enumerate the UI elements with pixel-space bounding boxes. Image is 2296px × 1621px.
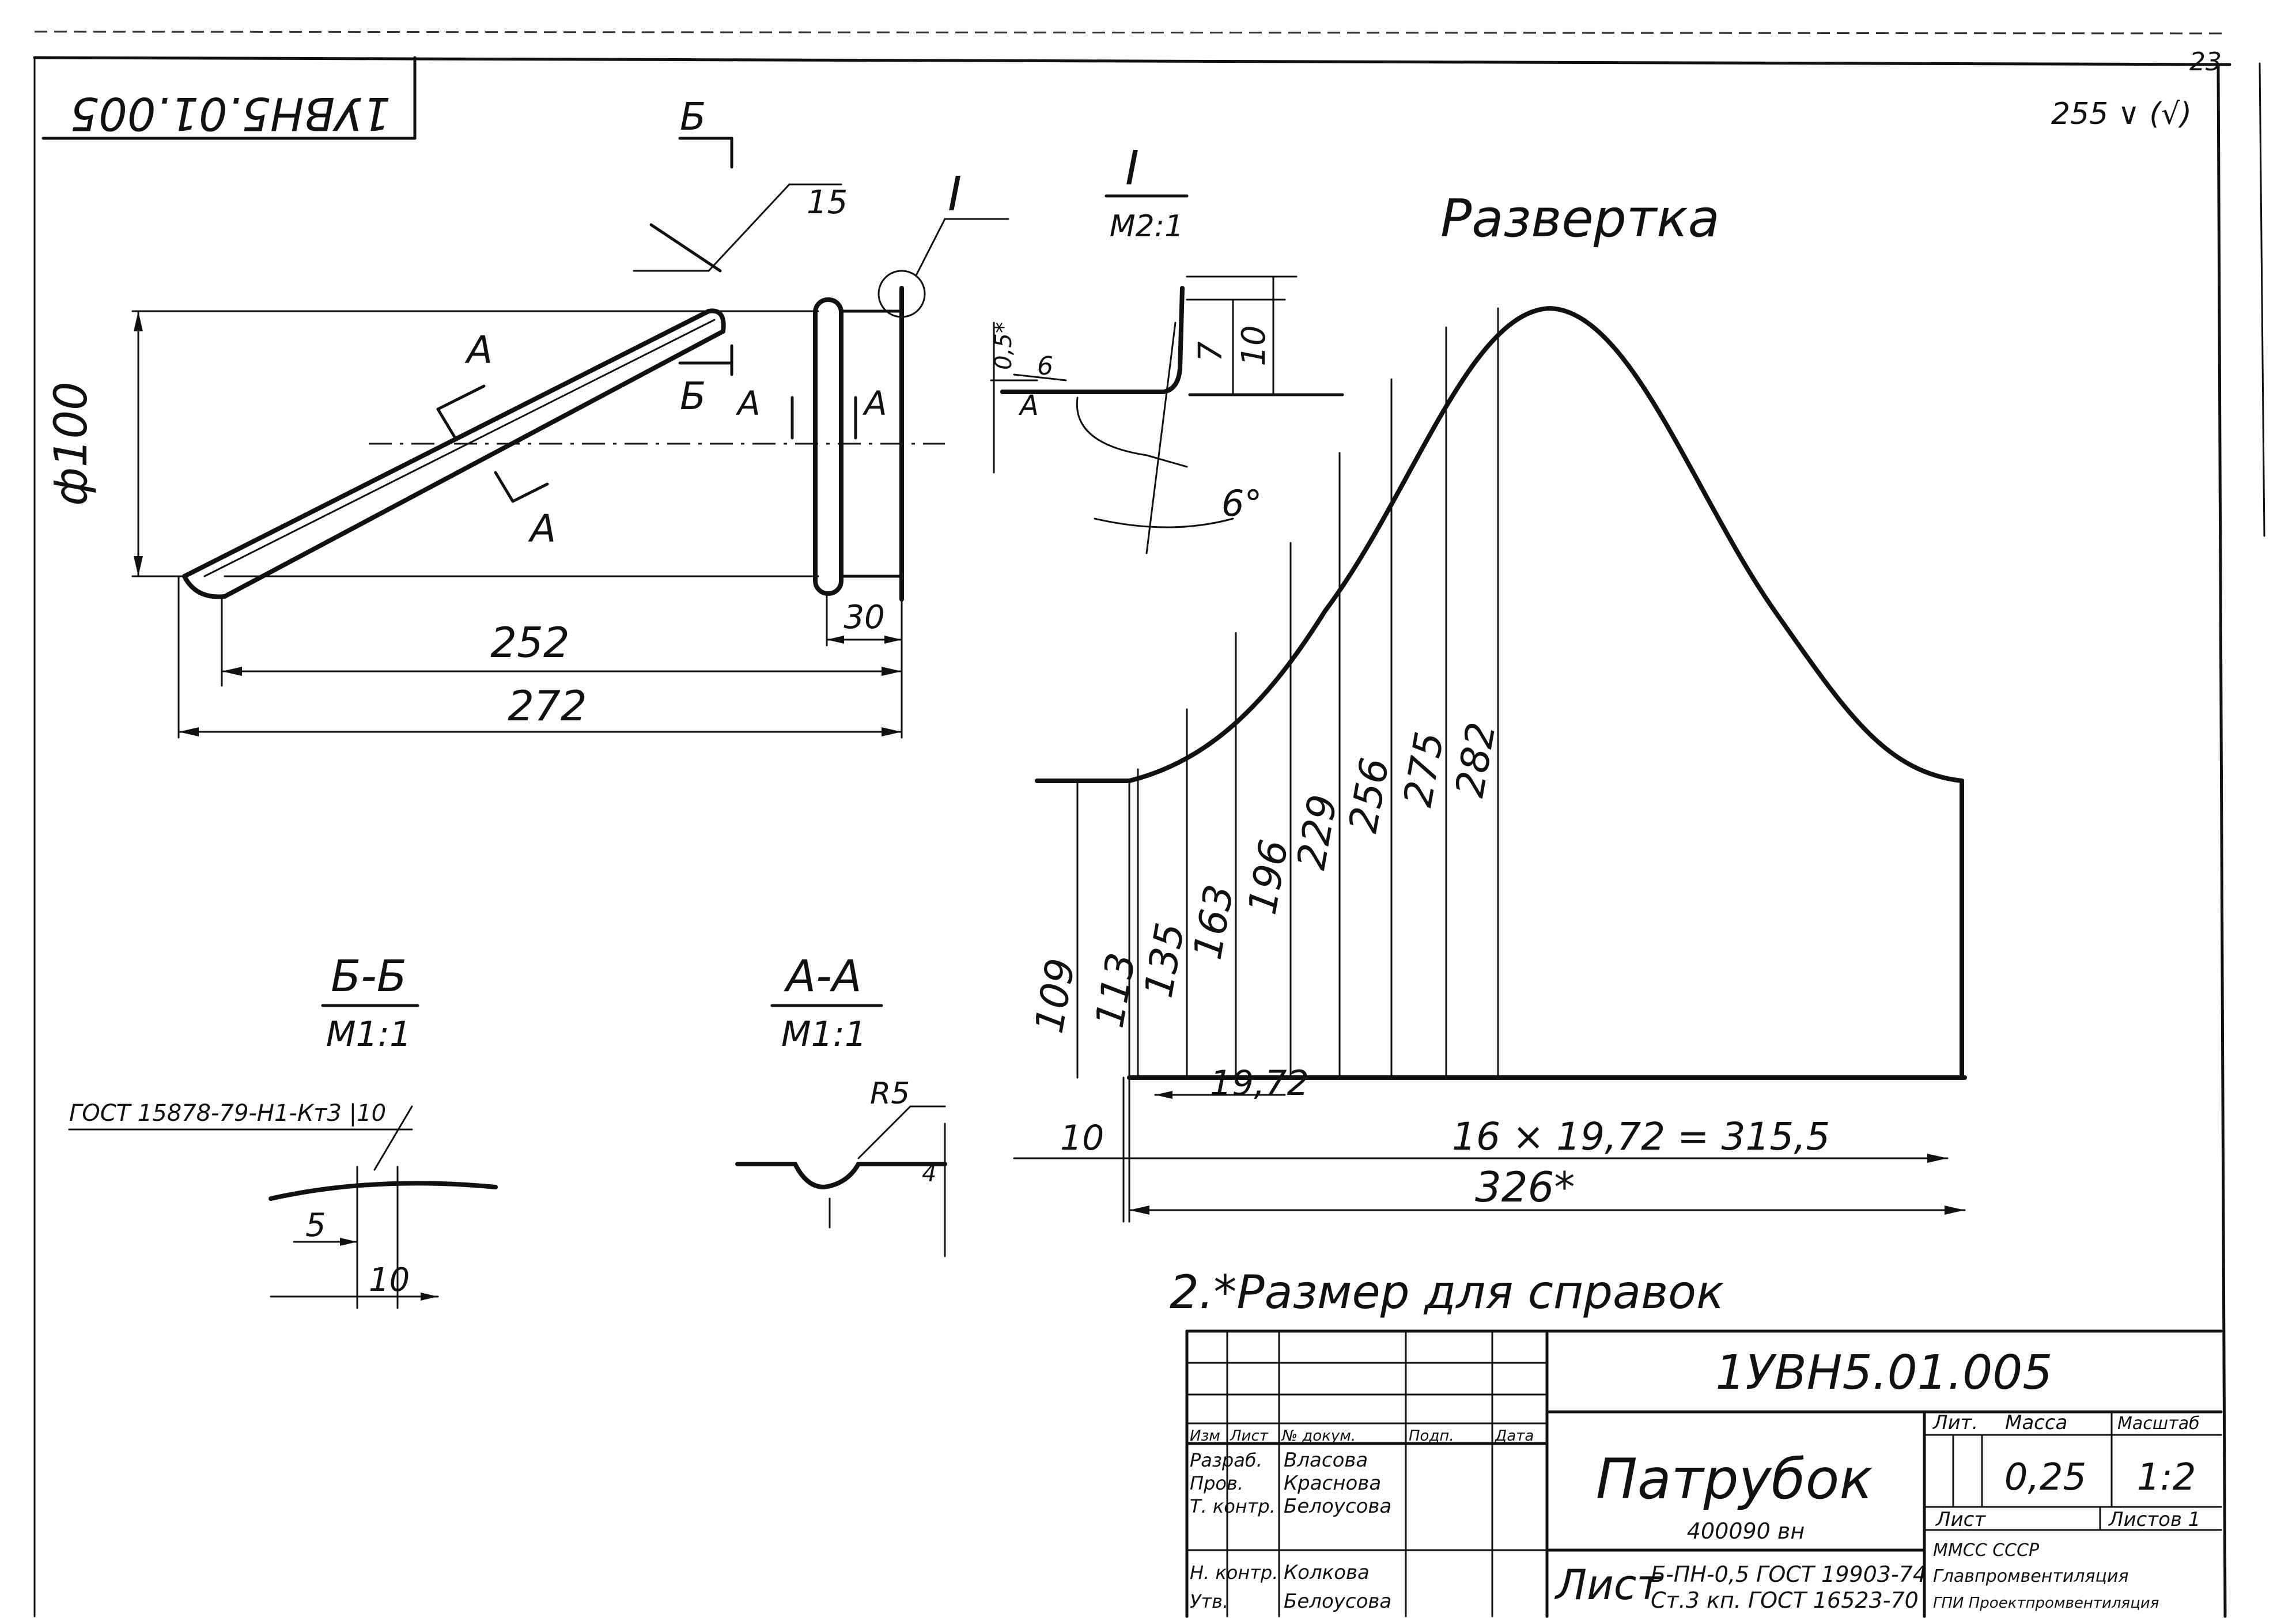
detail-i-dim-10: 10 [1235,325,1273,366]
title-part-name: Патрубок [1596,1447,1873,1512]
corner-roughness-mark: 255 ∨ (√) [2051,97,2192,131]
ordinate-label: 229 [1289,791,1346,873]
title-name: Колкова [1284,1561,1370,1584]
razvertka-dim-steps-total: 16 × 19,72 = 315,5 [1452,1114,1830,1159]
rotated-code-box: 1УВН5.01.005 [41,56,417,140]
section-mark-a-top: А [464,328,493,372]
title-col-header: Дата [1495,1427,1534,1445]
section-aa-radius: R5 [870,1076,910,1111]
detail-i-mark-a: А [1018,390,1039,422]
title-name: Краснова [1284,1472,1381,1495]
razvertka-development [1013,305,1967,1223]
section-mark-b-top: Б [680,95,706,139]
section-aa-dim-4: 4 [922,1161,936,1187]
detail-i-dim-7: 7 [1192,341,1230,362]
detail-i-dim-6: 6 [1037,352,1053,381]
section-mark-b-bottom: Б [680,374,706,418]
title-material-line1: Б-ПН-0,5 ГОСТ 19903-74 [1651,1562,1927,1587]
section-bb-dim-10: 10 [369,1261,410,1299]
ordinate-label: 196 [1240,836,1298,918]
reference-note: 2.*Размер для справок [1170,1265,1724,1319]
dim-252: 252 [490,618,569,667]
title-name: Власова [1284,1449,1368,1472]
ordinate-label: 275 [1395,728,1453,810]
title-role: Пров. [1190,1472,1243,1494]
title-role: Разраб. [1190,1449,1262,1471]
dim-272: 272 [508,682,587,730]
title-role: Т. контр. [1190,1495,1276,1517]
title-scale: 1:2 [2137,1456,2196,1499]
detail-i-scale: М2:1 [1110,209,1184,244]
razvertka-dim-step: 19,72 [1210,1063,1309,1104]
title-org-line1: ММСС СССР [1933,1540,2040,1560]
dim-15: 15 [807,184,848,221]
title-designation: 1УВН5.01.005 [1715,1346,2052,1400]
title-name: Белоусова [1284,1590,1391,1613]
ordinate-label: 135 [1136,920,1194,1002]
title-org-line2: Главпромвентиляция [1933,1566,2129,1586]
razvertka-dim-10: 10 [1060,1118,1104,1158]
ordinate-label: 256 [1341,754,1398,836]
sheet-frame [33,31,2265,1618]
title-mass: 0,25 [2004,1456,2087,1499]
detail-i-title: I [1125,141,1139,196]
title-col-header: № докум. [1281,1427,1356,1445]
section-bb-title: Б-Б [331,950,407,1002]
title-role: Утв. [1190,1590,1228,1612]
title-sheet-label: Лист [1935,1508,1986,1531]
section-bb-weld-note: ГОСТ 15878-79-Н1-Кт3 |10 [69,1100,386,1127]
sheet-number: 23 [2189,47,2222,77]
section-bb-scale: М1:1 [326,1014,411,1055]
title-col-header: Лист [1230,1427,1269,1445]
title-org-line3: ГПИ Проектпромвентиляция [1933,1594,2159,1612]
main-view [131,137,1009,739]
ordinate-label: 163 [1185,881,1243,963]
title-name: Белоусова [1284,1495,1391,1518]
dim-diameter-100: ф100 [46,381,97,506]
detail-i-angle: 6° [1221,482,1262,524]
section-bb-dim-5: 5 [305,1207,326,1244]
ordinate-label: 282 [1447,719,1505,801]
title-code: 400090 вн [1687,1518,1805,1544]
title-material-line2: Ст.3 кп. ГОСТ 16523-70 [1651,1588,1919,1613]
title-col-header: Подп. [1409,1427,1454,1445]
title-material-prefix: Лист [1554,1560,1662,1609]
ordinate-label: 109 [1027,955,1084,1037]
title-block [1185,1329,2223,1618]
razvertka-title: Развертка [1440,188,1720,249]
razvertka-dim-total: 326* [1475,1163,1575,1211]
title-scale-label: Масштаб [2117,1414,2200,1434]
section-bb-view [68,1004,498,1309]
title-col-header: Изм [1190,1427,1220,1445]
section-aa-title: А-А [783,950,861,1002]
section-mark-a-right1: А [735,384,761,423]
title-lit-label: Лит. [1932,1411,1978,1434]
section-aa-view [735,1004,947,1257]
title-sheets-label: Листов 1 [2108,1508,2200,1531]
title-role: Н. контр. [1190,1562,1278,1584]
section-mark-a-bottom: А [528,507,556,551]
title-mass-label: Масса [2005,1411,2067,1434]
rotated-code: 1УВН5.01.005 [70,87,391,139]
section-aa-scale: М1:1 [781,1014,867,1055]
detail-callout-i: I [948,167,962,222]
section-mark-a-right2: А [862,384,887,423]
detail-i-view [990,194,1344,554]
detail-i-dim-05: 0,5* [990,322,1017,370]
dim-30: 30 [843,599,884,636]
